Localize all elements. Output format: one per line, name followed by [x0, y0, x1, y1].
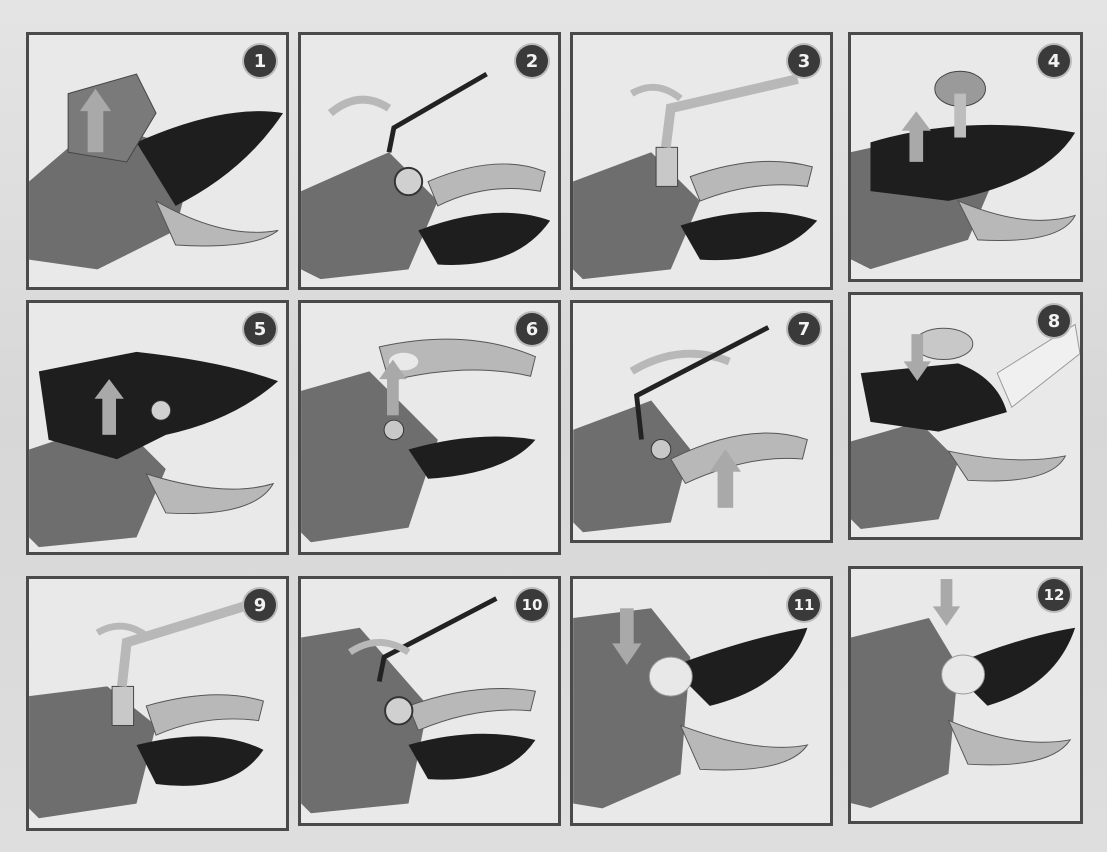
bolt-icon	[395, 168, 422, 195]
step-panel-6: 6	[298, 300, 561, 555]
bolt-icon	[942, 655, 985, 694]
pruner-illustration	[301, 303, 558, 552]
step-number-badge: 10	[516, 589, 548, 621]
wrench-icon	[97, 603, 253, 686]
step-number-badge: 3	[788, 45, 820, 77]
step-number-badge: 11	[788, 589, 820, 621]
step-panel-9: 9	[26, 576, 289, 831]
step-number-badge: 9	[244, 589, 276, 621]
step-panel-5: 5	[26, 300, 289, 555]
step-panel-1: 1	[26, 32, 289, 290]
bolt-icon	[651, 440, 671, 460]
bolt-icon	[385, 697, 412, 724]
pruner-illustration	[29, 303, 286, 552]
wrench-icon	[632, 79, 798, 147]
bolt-icon	[112, 686, 133, 725]
pruner-illustration	[573, 35, 830, 287]
step-number-badge: 6	[516, 313, 548, 345]
step-panel-2: 2	[298, 32, 561, 290]
step-panel-8: 8	[848, 292, 1083, 540]
step-panel-3: 3	[570, 32, 833, 290]
step-panel-12: 12	[848, 566, 1083, 824]
step-number-badge: 1	[244, 45, 276, 77]
hex-key-icon	[379, 599, 496, 682]
bolt-icon	[384, 420, 404, 440]
step-number-badge: 12	[1038, 579, 1070, 611]
down-arrow-icon	[933, 579, 960, 626]
step-number-badge: 4	[1038, 45, 1070, 77]
step-number-badge: 5	[244, 313, 276, 345]
bolt-icon	[649, 657, 692, 696]
pruner-illustration	[301, 35, 558, 287]
pruner-illustration	[29, 35, 286, 287]
step-panel-10: 10	[298, 576, 561, 826]
wrench-icon	[330, 100, 389, 114]
step-panel-11: 11	[570, 576, 833, 826]
step-number-badge: 8	[1038, 305, 1070, 337]
pruner-illustration	[29, 579, 286, 828]
step-number-badge: 7	[788, 313, 820, 345]
step-panel-7: 7	[570, 300, 833, 543]
step-number-badge: 2	[516, 45, 548, 77]
bolt-icon	[914, 328, 972, 359]
hex-key-icon	[389, 74, 487, 152]
step-panel-4: 4	[848, 32, 1083, 282]
